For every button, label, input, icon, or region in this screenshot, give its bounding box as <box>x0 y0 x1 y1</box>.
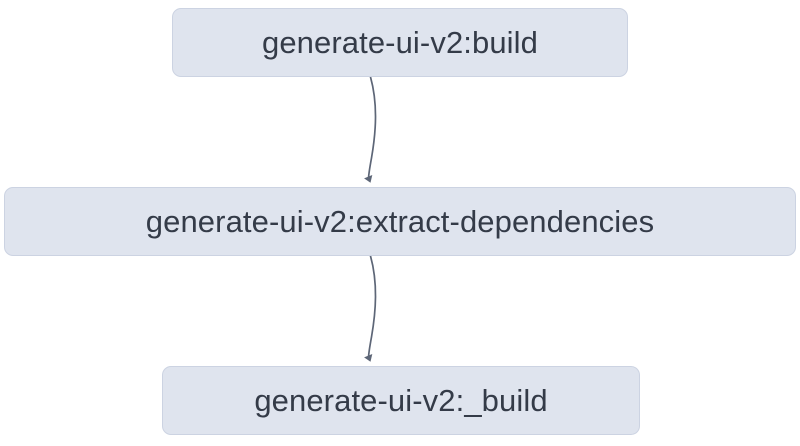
edge-build-to-extract-dependencies <box>364 76 377 183</box>
diagram-node-build[interactable]: generate-ui-v2:build <box>172 8 628 77</box>
diagram-node-underscore-build[interactable]: generate-ui-v2:_build <box>162 366 640 435</box>
diagram-node-extract-dependencies-label: generate-ui-v2:extract-dependencies <box>145 204 655 239</box>
diagram-node-extract-dependencies[interactable]: generate-ui-v2:extract-dependencies <box>4 187 796 256</box>
diagram-node-build-label: generate-ui-v2:build <box>261 25 538 60</box>
diagram-node-underscore-build-label: generate-ui-v2:_build <box>254 383 548 418</box>
edge-extract-dependencies-to-underscore-build <box>364 255 377 362</box>
